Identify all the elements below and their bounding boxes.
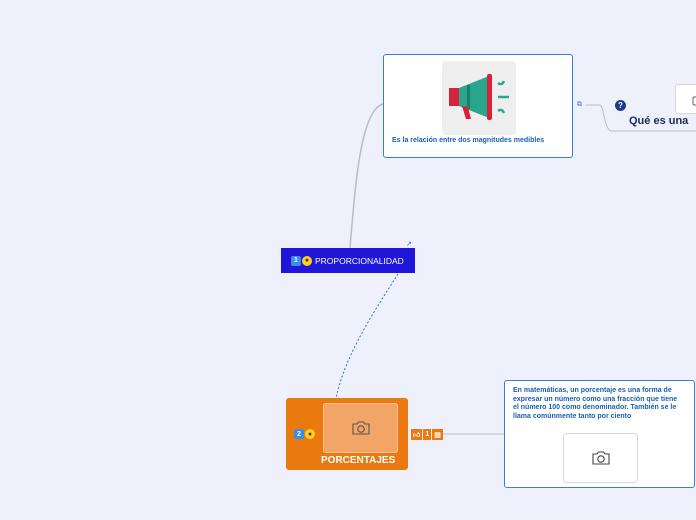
- question-icon: ?: [615, 100, 626, 111]
- emoji-icon: ●: [302, 255, 312, 266]
- node-number-badge: 2: [294, 429, 304, 439]
- porcentajes-side-info[interactable]: 👍︎ 1 ▤: [411, 429, 443, 440]
- pregunta-image-card[interactable]: [675, 84, 696, 114]
- emoji-icon: ●: [305, 429, 315, 439]
- camera-icon: [351, 421, 370, 435]
- connector-top-right: [586, 104, 696, 132]
- porcentajes-label: PORCENTAJES: [321, 455, 396, 466]
- connector-prop-top: [349, 103, 384, 249]
- thumbs-up-icon: 👍︎: [411, 429, 423, 440]
- megaphone-image: [442, 61, 516, 135]
- porcentaje-image: [563, 433, 638, 483]
- definition-porcentaje-card[interactable]: En matemáticas, un porcentaje es una for…: [504, 380, 695, 488]
- porcentajes-node[interactable]: 2 ● PORCENTAJES: [286, 398, 408, 470]
- note-icon: ▤: [432, 429, 443, 440]
- megaphone-icon: [449, 74, 509, 120]
- dash-marker-icon: ↗: [406, 241, 412, 248]
- link-icon[interactable]: ⧉: [577, 101, 582, 108]
- connector-prop-pct: [335, 273, 399, 399]
- camera-icon: [591, 451, 610, 465]
- side-count: 1: [423, 429, 432, 440]
- proporcionalidad-node[interactable]: 1 ● PROPORCIONALIDAD: [281, 248, 415, 273]
- definition-proporcion-card[interactable]: Es la relación entre dos magnitudes medi…: [383, 54, 573, 158]
- definition-porcentaje-text: En matemáticas, un porcentaje es una for…: [513, 387, 678, 420]
- definition-proporcion-text: Es la relación entre dos magnitudes medi…: [392, 137, 545, 144]
- node-number-badge: 1: [291, 255, 301, 266]
- porcentajes-image: [323, 403, 398, 453]
- proporcionalidad-label: PROPORCIONALIDAD: [315, 255, 404, 266]
- camera-icon: [692, 96, 696, 106]
- pregunta-node-title[interactable]: Qué es una: [629, 115, 689, 127]
